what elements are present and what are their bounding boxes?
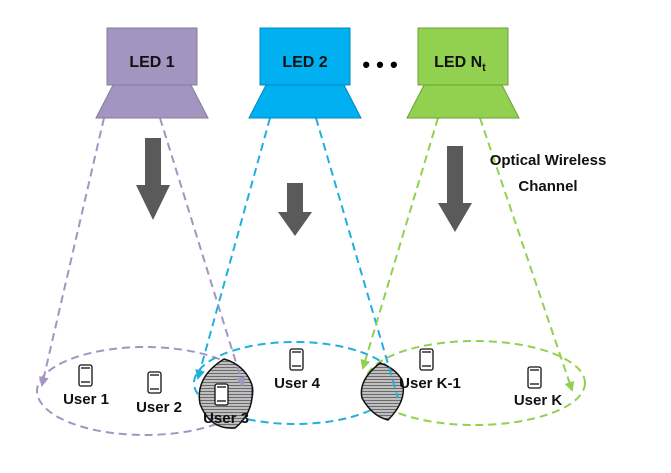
down-arrow-led2: [278, 183, 312, 236]
user-k-1-label: User K-1: [399, 375, 461, 392]
phone-icon-userk1: [419, 348, 434, 371]
down-arrow-led1: [136, 138, 170, 220]
led-unit-n: LED Nt: [406, 27, 520, 119]
phone-icon-user4: [289, 348, 304, 371]
led-n-label: LED Nt: [434, 54, 486, 74]
led-1-lens: [95, 84, 209, 119]
phone-icon-user3: [214, 383, 229, 406]
overlap-region-right: [360, 362, 405, 421]
led-unit-1: LED 1: [95, 27, 209, 119]
led-n-lens: [406, 84, 520, 119]
user-1-label: User 1: [63, 391, 109, 408]
phone-icon-userk: [527, 366, 542, 389]
phone-icon-user1: [78, 364, 93, 387]
led-2-lens: [248, 84, 362, 119]
beam-led2: [195, 117, 399, 399]
led-n-subscript: t: [482, 62, 486, 74]
led-2-box: [259, 27, 351, 86]
channel-label-line1: Optical Wireless: [490, 152, 607, 169]
user-4-label: User 4: [274, 375, 321, 392]
channel-label-line2: Channel: [518, 178, 577, 195]
led-1-box: [106, 27, 198, 86]
user-3-label: User 3: [203, 410, 249, 427]
user-2-label: User 2: [136, 399, 182, 416]
beam-ledN: [360, 117, 575, 392]
phone-icon-user2: [147, 371, 162, 394]
led-1-label: LED 1: [129, 54, 174, 71]
down-arrow-ledN: [438, 146, 472, 232]
led-ellipsis: • • •: [362, 52, 397, 77]
led-unit-2: LED 2: [248, 27, 362, 119]
beam-led1: [38, 117, 246, 387]
user-k-label: User K: [514, 392, 563, 409]
led-2-label: LED 2: [282, 54, 327, 71]
